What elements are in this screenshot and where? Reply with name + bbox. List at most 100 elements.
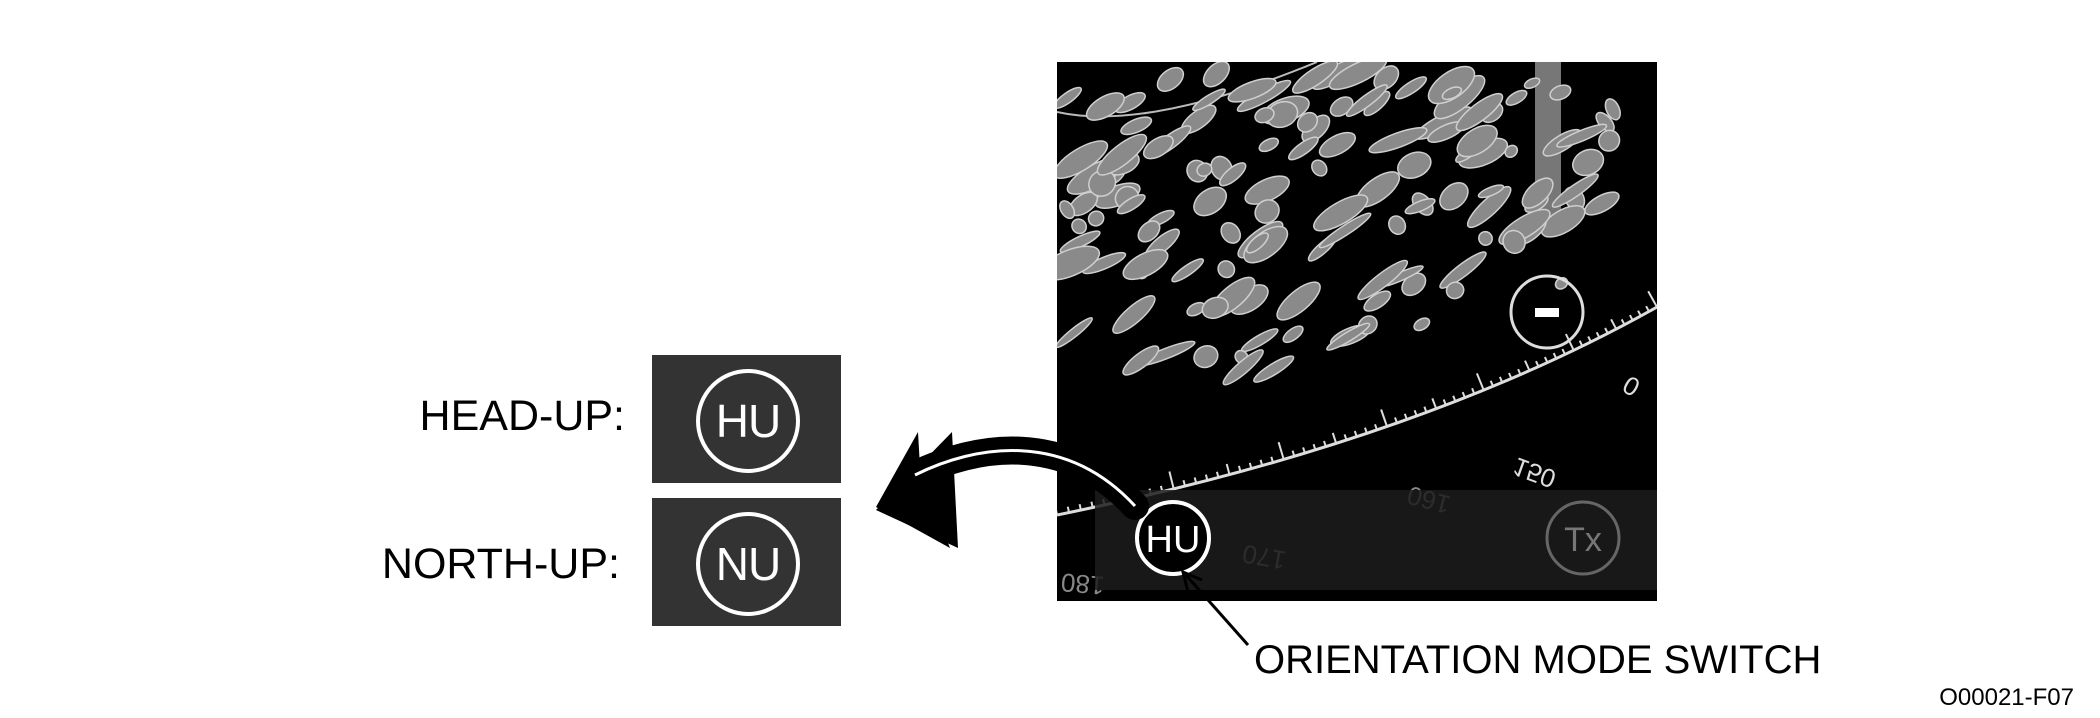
tx-button-label: Tx <box>1564 521 1602 559</box>
radar-echo <box>1328 62 1388 91</box>
radar-echo <box>1227 77 1277 103</box>
radar-echo <box>1282 325 1304 344</box>
radar-echo <box>1291 62 1339 94</box>
radar-echo <box>1254 199 1280 224</box>
bearing-tick <box>1561 348 1566 355</box>
bearing-tick <box>1535 360 1540 368</box>
radar-echo <box>1551 173 1599 208</box>
bearing-tick <box>1610 318 1618 330</box>
radar-echo <box>1245 232 1269 254</box>
radar-echo <box>1549 84 1572 101</box>
radar-echo <box>1193 345 1219 369</box>
bearing-tick <box>1442 399 1447 406</box>
bearing-tick <box>1248 462 1253 469</box>
bearing-tick <box>1452 395 1457 402</box>
head-up-label: HEAD-UP: <box>419 392 625 440</box>
radar-echo <box>1071 218 1088 235</box>
bearing-tick <box>1270 456 1274 463</box>
radar-echo <box>1441 86 1463 101</box>
head-up-icon: HU <box>696 369 800 473</box>
bearing-tick <box>1647 290 1657 308</box>
bearing-tick <box>1353 430 1358 438</box>
bearing-tick <box>1380 409 1388 427</box>
radar-echo <box>1296 111 1319 133</box>
radar-echo <box>1253 355 1295 383</box>
radar-echo <box>1313 194 1369 232</box>
bearing-tick <box>1413 409 1418 417</box>
bearing-tick <box>1471 387 1476 395</box>
bearing-tick <box>1193 477 1198 484</box>
radar-echo <box>1368 126 1428 154</box>
radar-echo <box>1478 230 1493 246</box>
bearing-tick <box>1604 327 1609 334</box>
bearing-tick <box>1066 506 1070 513</box>
radar-echo <box>1059 200 1076 220</box>
bearing-tick <box>1489 380 1494 387</box>
big-arrow-head-icon <box>876 432 958 548</box>
bearing-tick <box>1215 471 1220 478</box>
radar-echo <box>1540 204 1586 238</box>
radar-echo <box>1455 92 1504 132</box>
radar-echo <box>1466 185 1512 229</box>
radar-echo <box>1218 162 1247 187</box>
radar-echo <box>1192 88 1226 112</box>
bearing-tick <box>1587 336 1592 343</box>
bearing-tick <box>1078 503 1082 511</box>
radar-echo <box>1202 62 1230 88</box>
bearing-tick <box>1543 356 1549 364</box>
bearing-tick <box>1090 501 1094 508</box>
radar-echo <box>1096 133 1148 176</box>
radar-echo <box>1345 84 1388 118</box>
radar-echo <box>1287 136 1319 161</box>
radar-echo <box>1057 245 1101 281</box>
radar-echo <box>1413 317 1431 332</box>
radar-echo <box>1571 148 1605 177</box>
radar-echo <box>1504 144 1519 159</box>
radar-echo <box>1394 76 1428 100</box>
radar-echo <box>1427 65 1476 105</box>
zoom-out-button[interactable] <box>1509 274 1585 350</box>
radar-echo <box>1196 162 1213 177</box>
bearing-tick <box>1331 432 1338 444</box>
radar-echo <box>1220 221 1242 244</box>
radar-echo <box>1477 184 1505 199</box>
bearing-tick <box>1637 310 1642 317</box>
radar-echo <box>1502 229 1526 255</box>
radar-echo <box>1122 248 1169 281</box>
radar-echo <box>1222 349 1264 386</box>
radar-echo <box>1523 77 1541 90</box>
bearing-tick <box>1302 447 1306 454</box>
bearing-tick <box>1517 368 1522 375</box>
radar-echo <box>1085 92 1125 121</box>
radar-echo <box>1604 98 1621 121</box>
bearing-tick <box>1394 417 1398 424</box>
radar-echo <box>1122 345 1160 376</box>
bearing-tick <box>1403 413 1408 420</box>
radar-echo <box>1556 123 1608 148</box>
radar-echo <box>1521 177 1554 209</box>
bearing-tick <box>1629 314 1634 321</box>
head-up-icon-tile: HU <box>652 355 841 483</box>
radar-echoes <box>1057 62 1621 386</box>
radar-echo <box>1171 258 1205 283</box>
radar-echo <box>1318 131 1357 158</box>
north-up-icon-tile: NU <box>652 498 841 626</box>
radar-echo <box>1112 295 1156 334</box>
bearing-tick <box>1578 340 1584 347</box>
radar-echo <box>1388 215 1407 235</box>
bearing-tick <box>1237 465 1242 472</box>
bearing-tick <box>1475 373 1485 391</box>
bearing-tick <box>1524 360 1531 372</box>
bearing-tick <box>1461 391 1466 399</box>
bearing-tick <box>1259 459 1264 466</box>
orientation-mode-button[interactable] <box>1135 500 1211 576</box>
radar-echo <box>1116 194 1146 215</box>
radar-echo <box>1505 89 1528 106</box>
radar-echo <box>1311 159 1328 177</box>
radar-echo <box>1326 322 1371 351</box>
radar-echo <box>1254 106 1275 124</box>
tx-button[interactable] <box>1545 500 1621 576</box>
radar-echo <box>1087 210 1105 227</box>
bearing-tick <box>1620 318 1626 326</box>
